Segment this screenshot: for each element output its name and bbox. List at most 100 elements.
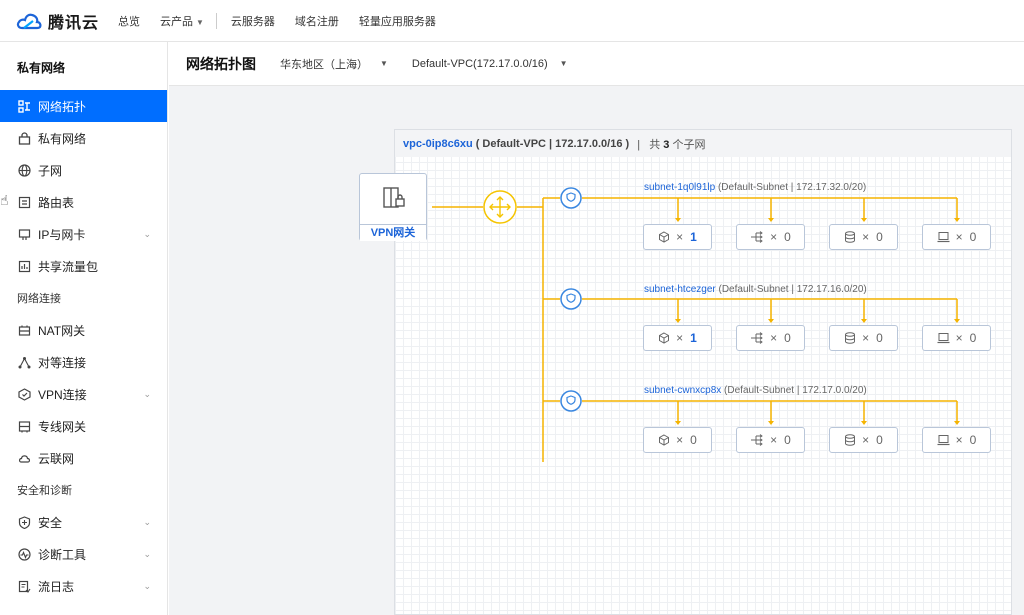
- resource-count: 0: [876, 433, 883, 447]
- vpc-header: vpc-0ip8c6xu ( Default-VPC | 172.17.0.0/…: [394, 129, 1012, 157]
- chevron-down-icon: ⌄: [143, 228, 151, 239]
- caret-down-icon: ▼: [196, 17, 204, 27]
- bandwidth-chart-icon: [17, 259, 31, 273]
- resource-db-count[interactable]: ×0: [829, 325, 898, 351]
- vpn-icon: [17, 387, 31, 401]
- subnet-id-link[interactable]: subnet-htcezger: [644, 284, 716, 295]
- nav-cvm[interactable]: 云服务器: [230, 15, 275, 28]
- resource-count: 0: [969, 331, 977, 345]
- sidebar-item-nat-gateway[interactable]: NAT网关: [0, 314, 167, 346]
- router-icon[interactable]: [483, 190, 517, 224]
- resource-cvm-count[interactable]: ×1: [643, 224, 712, 250]
- multiplier: ×: [955, 230, 963, 244]
- sidebar-item-flow-log[interactable]: 流日志 ⌄: [0, 570, 167, 602]
- content-header: 网络拓扑图 华东地区（上海）▼ Default-VPC(172.17.0.0/1…: [169, 42, 1024, 86]
- cube-icon: [659, 332, 670, 344]
- sidebar-item-label: IP与网卡: [38, 227, 86, 242]
- brand-name: 腾讯云: [48, 14, 100, 32]
- sidebar-item-direct-connect[interactable]: 专线网关: [0, 410, 167, 442]
- database-icon: [845, 231, 856, 243]
- sidebar-item-vpc[interactable]: 私有网络: [0, 122, 167, 154]
- subnet-label: subnet-1q0l91lp (Default-Subnet | 172.17…: [644, 182, 866, 193]
- chevron-down-icon: ⌄: [143, 516, 151, 527]
- sidebar-item-security[interactable]: 安全 ⌄: [0, 506, 167, 538]
- top-navigation-bar: 腾讯云 总览 云产品▼ 云服务器 域名注册 轻量应用服务器: [0, 0, 1024, 42]
- vpc-selector[interactable]: Default-VPC(172.17.0.0/16) ▼: [412, 58, 568, 70]
- sidebar-item-traffic-package[interactable]: 共享流量包: [0, 250, 167, 282]
- page-title: 网络拓扑图: [186, 55, 256, 72]
- sidebar-item-label: 诊断工具: [38, 547, 87, 562]
- tencent-cloud-logo[interactable]: 腾讯云: [16, 9, 112, 33]
- sidebar-item-label: 共享流量包: [38, 259, 99, 274]
- resource-host-count[interactable]: ×0: [922, 224, 991, 250]
- sidebar-item-label: NAT网关: [38, 323, 86, 338]
- subnet-info: (Default-Subnet | 172.17.32.0/20): [717, 182, 867, 193]
- sidebar-item-label: 私有网络: [38, 131, 87, 146]
- nav-divider: [215, 12, 217, 29]
- topology-icon: [17, 99, 31, 113]
- resource-lb-count[interactable]: ×0: [736, 427, 805, 453]
- resource-db-count[interactable]: ×0: [829, 427, 898, 453]
- sidebar-item-label: 专线网关: [38, 419, 87, 434]
- sidebar-item-peering[interactable]: 对等连接: [0, 346, 167, 378]
- lb-icon: [751, 332, 763, 344]
- laptop-icon: [937, 232, 950, 243]
- nav-overview[interactable]: 总览: [118, 15, 140, 28]
- subnet-shield-icon[interactable]: [560, 288, 582, 310]
- caret-down-icon: ▼: [559, 59, 568, 68]
- multiplier: ×: [862, 433, 870, 447]
- vpc-icon: [17, 131, 31, 145]
- subnet-id-link[interactable]: subnet-1q0l91lp: [644, 182, 716, 193]
- globe-icon: [17, 163, 31, 177]
- subnet-shield-icon[interactable]: [560, 390, 582, 412]
- subnet-shield-icon[interactable]: [560, 187, 582, 209]
- resource-host-count[interactable]: ×0: [922, 325, 991, 351]
- resource-lb-count[interactable]: ×0: [736, 325, 805, 351]
- sidebar-item-ip-nic[interactable]: IP与网卡 ⌄: [0, 218, 167, 250]
- sidebar-item-label: 对等连接: [38, 355, 87, 370]
- multiplier: ×: [676, 230, 684, 244]
- vpc-selector-value: Default-VPC(172.17.0.0/16): [411, 57, 548, 70]
- database-icon: [845, 434, 856, 446]
- nav-products[interactable]: 云产品▼: [160, 13, 204, 29]
- sidebar-item-label: 流日志: [38, 579, 75, 594]
- sidebar-item-label: 安全: [38, 515, 63, 530]
- vpn-gateway-node[interactable]: VPN网关: [359, 173, 427, 241]
- sidebar-item-route-table[interactable]: 路由表: [0, 186, 167, 218]
- multiplier: ×: [770, 230, 778, 244]
- resource-count: 0: [969, 433, 977, 447]
- laptop-icon: [937, 435, 950, 446]
- resource-count: 0: [690, 433, 697, 447]
- sidebar-item-subnet[interactable]: 子网: [0, 154, 167, 186]
- resource-lb-count[interactable]: ×0: [736, 224, 805, 250]
- region-selector-value: 华东地区（上海）: [280, 58, 368, 71]
- resource-host-count[interactable]: ×0: [922, 427, 991, 453]
- sidebar-item-topology[interactable]: 网络拓扑: [0, 90, 167, 122]
- sidebar-item-vpn[interactable]: VPN连接 ⌄: [0, 378, 167, 410]
- vpc-count-suffix: 个子网: [672, 138, 706, 151]
- lb-icon: [751, 434, 763, 446]
- nic-icon: [17, 227, 31, 241]
- lb-icon: [751, 231, 763, 243]
- sidebar-item-label: 路由表: [38, 195, 75, 210]
- nav-lighthouse[interactable]: 轻量应用服务器: [358, 15, 436, 28]
- chevron-down-icon: ⌄: [143, 548, 151, 559]
- vpc-id-link[interactable]: vpc-0ip8c6xu: [403, 137, 473, 150]
- resource-count: 0: [784, 433, 791, 447]
- resource-cvm-count[interactable]: ×0: [643, 427, 712, 453]
- region-selector[interactable]: 华东地区（上海）▼: [280, 56, 388, 72]
- sidebar-item-ccn[interactable]: 云联网: [0, 442, 167, 474]
- cube-icon: [659, 434, 670, 446]
- subnet-id-link[interactable]: subnet-cwnxcp8x: [644, 385, 722, 396]
- sidebar-item-diagnostic-tools[interactable]: 诊断工具 ⌄: [0, 538, 167, 570]
- nav-products-label: 云产品: [160, 15, 193, 28]
- nav-domain[interactable]: 域名注册: [294, 15, 339, 28]
- resource-db-count[interactable]: ×0: [829, 224, 898, 250]
- multiplier: ×: [862, 331, 870, 345]
- cube-icon: [659, 231, 670, 243]
- sidebar-group-network-connection: 网络连接: [17, 293, 61, 305]
- direct-connect-icon: [17, 419, 31, 433]
- resource-cvm-count[interactable]: ×1: [643, 325, 712, 351]
- route-table-icon: [17, 195, 31, 209]
